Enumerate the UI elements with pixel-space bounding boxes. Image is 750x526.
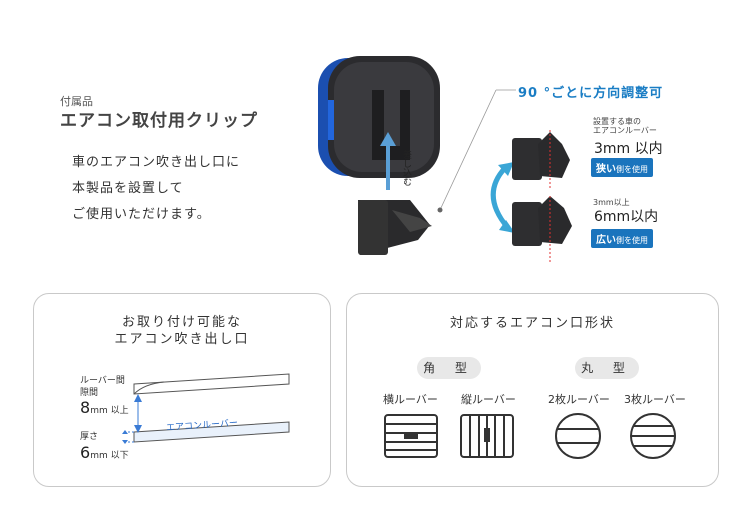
wide-size: 6mm以内 xyxy=(594,209,659,225)
wide-tag: 広い側を使用 xyxy=(591,229,653,248)
product-illustration xyxy=(318,56,572,264)
leader-dot xyxy=(437,207,443,213)
description-line: 本製品を設置して xyxy=(72,181,184,196)
gap-value: 8 xyxy=(80,398,91,417)
narrow-clip-image xyxy=(512,130,570,190)
rotation-arrow xyxy=(490,166,510,230)
vent-shapes xyxy=(384,413,676,459)
horizontal-louver-icon xyxy=(384,414,438,458)
gap-label: ルーバー間 隙間 xyxy=(80,376,125,398)
left-panel-title: お取り付け可能な エアコン吹き出し口 xyxy=(34,314,330,348)
three-louver-round-icon xyxy=(630,413,676,459)
thick-label: 厚さ xyxy=(80,432,99,442)
accessory-subtitle: 付属品 xyxy=(60,95,93,108)
clip-image xyxy=(358,200,432,255)
square-type-pill: 角 型 xyxy=(417,357,481,379)
left-panel-title-line: エアコン吹き出し口 xyxy=(114,332,250,347)
insert-label: 差し込む xyxy=(401,150,411,186)
vertical-louver-icon xyxy=(460,414,514,458)
thick-value: 6 xyxy=(80,443,91,462)
accessory-title: エアコン取付用クリップ xyxy=(60,111,258,131)
thick-unit: mm 以下 xyxy=(90,451,129,461)
narrow-tag-rest: 側を使用 xyxy=(616,165,648,174)
rotation-title: 90 °ごとに方向調整可 xyxy=(518,86,664,101)
device-image xyxy=(318,56,440,178)
wide-note: 3mm以上 xyxy=(593,198,630,207)
shape-label: 縦ルーバー xyxy=(461,393,516,406)
description-line: ご使用いただけます。 xyxy=(72,207,211,222)
right-panel-title: 対応するエアコン口形状 xyxy=(449,316,615,331)
shape-label: 2枚ルーバー xyxy=(548,393,610,406)
narrow-size: 3mm 以内 xyxy=(594,141,663,157)
narrow-note: 設置する車の エアコンルーバー xyxy=(593,117,657,135)
round-type-pill: 丸 型 xyxy=(575,357,639,379)
two-louver-round-icon xyxy=(555,413,601,459)
wide-tag-rest: 側を使用 xyxy=(616,236,648,245)
thick-measure: 6mm 以下 xyxy=(80,443,129,462)
accessory-description: 車のエアコン吹き出し口に 本製品を設置して ご使用いただけます。 xyxy=(72,150,240,228)
left-panel-title-line: お取り付け可能な xyxy=(121,315,242,330)
gap-unit: mm 以上 xyxy=(90,406,129,416)
narrow-tag: 狭い側を使用 xyxy=(591,158,653,177)
supported-vent-panel: 対応するエアコン口形状 角 型 丸 型 横ルーバー 縦ルーバー 2枚ルーバー 3… xyxy=(346,293,719,487)
insert-arrow xyxy=(380,132,396,190)
shape-label: 3枚ルーバー xyxy=(624,393,686,406)
description-line: 車のエアコン吹き出し口に xyxy=(72,155,241,170)
leader-line xyxy=(439,89,497,211)
mountable-vent-panel: お取り付け可能な エアコン吹き出し口 ルーバー間 隙間 8mm 以上 厚さ 6m… xyxy=(33,293,331,487)
wide-clip-image xyxy=(512,196,572,264)
wide-tag-strong: 広い xyxy=(596,235,616,246)
louver-diagram xyxy=(122,373,290,444)
gap-measure: 8mm 以上 xyxy=(80,398,129,417)
narrow-tag-strong: 狭い xyxy=(596,164,616,175)
shape-label: 横ルーバー xyxy=(383,393,438,406)
